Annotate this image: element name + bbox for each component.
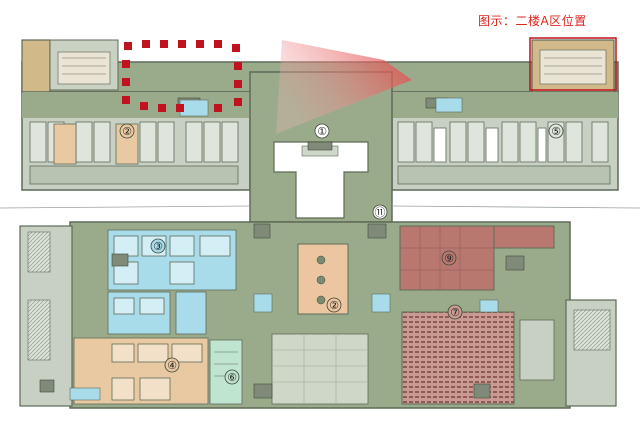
zone-label: ② [122, 125, 132, 138]
zone-label: ② [329, 299, 339, 312]
zone-7-area [401, 311, 555, 405]
zone-badge: ③ [150, 238, 166, 254]
zone-badge: ⑥ [224, 369, 240, 385]
ward-rooms-right [397, 121, 611, 185]
zone-label: ⑪ [375, 206, 386, 219]
location-caption: 图示：二楼A区位置 [478, 14, 587, 28]
zone-label: ⑤ [551, 125, 561, 138]
zone-3-area [107, 229, 237, 335]
area-a-frame [529, 37, 617, 91]
zone-badge: ⑨ [441, 250, 457, 266]
zone-label: ⑨ [444, 252, 454, 265]
zone-badge: ① [314, 123, 330, 139]
zone-label: ① [317, 125, 327, 138]
zone-badge: ④ [164, 357, 180, 373]
zone-badge: ⑤ [548, 123, 564, 139]
zone-label: ③ [153, 240, 163, 253]
zone-badge: ② [119, 123, 135, 139]
zone-badge: ② [326, 297, 342, 313]
zone-9-area [399, 225, 555, 291]
pointer-beam [276, 40, 412, 134]
zone-label: ⑦ [450, 306, 460, 319]
zone-badges: ① ② ② ③ ④ ⑤ ⑥ ⑦ [119, 123, 564, 385]
area-a-highlight [122, 40, 242, 112]
zone-label: ④ [167, 359, 177, 372]
zone-badge: ⑪ [372, 204, 388, 220]
zone-badge: ⑦ [447, 304, 463, 320]
zone-label: ⑥ [227, 371, 237, 384]
